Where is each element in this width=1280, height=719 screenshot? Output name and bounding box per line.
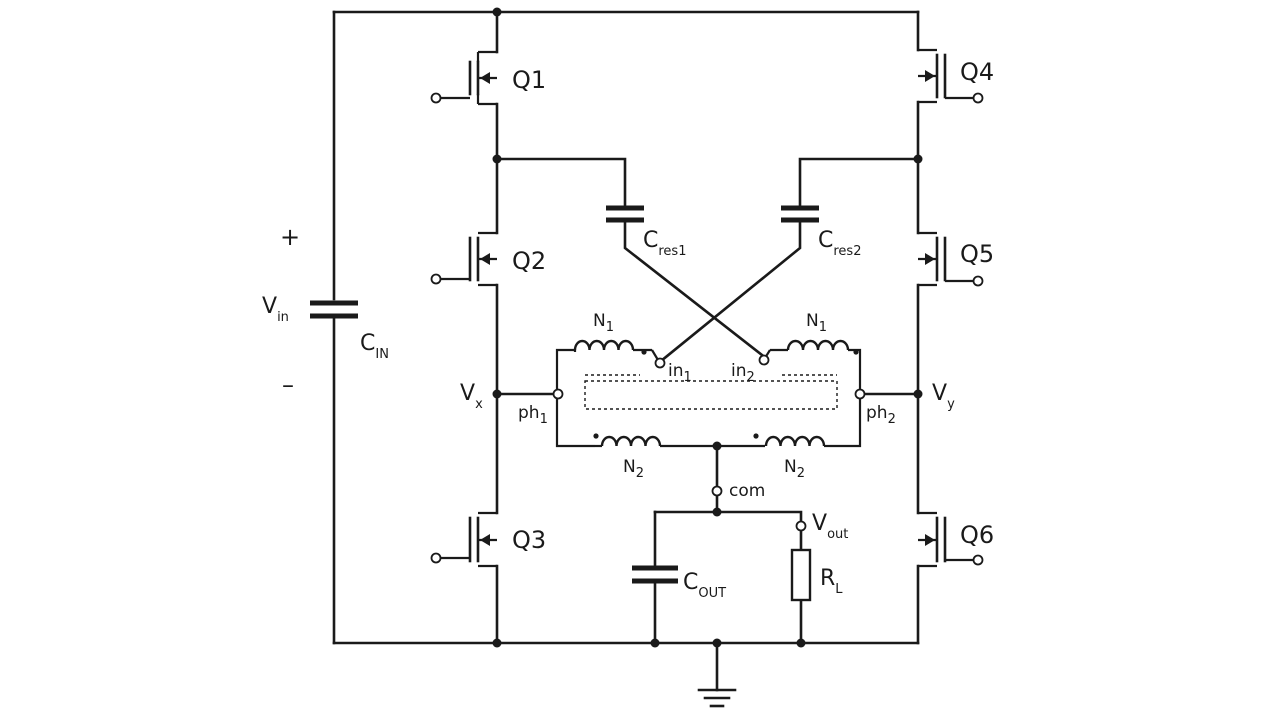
polarity-dot-n1-left <box>641 349 647 355</box>
q1-mosfet <box>436 50 497 106</box>
n1-right-winding <box>786 339 850 351</box>
ph2-label: ph2 <box>866 403 896 427</box>
q3-label: Q3 <box>512 526 546 554</box>
cin-label: CIN <box>360 331 389 362</box>
plus-sign: + <box>280 223 300 251</box>
cin-capacitor <box>310 300 358 319</box>
wires <box>332 10 920 708</box>
q3-mosfet <box>436 511 497 568</box>
n2-right-label: N2 <box>784 457 805 481</box>
q4-label: Q4 <box>960 58 994 86</box>
ph1-terminal <box>552 388 564 400</box>
q2-mosfet <box>436 231 497 287</box>
com-terminal <box>711 485 723 497</box>
q6-mosfet <box>918 511 978 568</box>
q1-gate-terminal <box>430 92 442 104</box>
vin-label: Vin <box>262 294 289 325</box>
junctions <box>492 7 923 648</box>
q4-mosfet <box>918 48 978 104</box>
q6-gate-terminal <box>972 554 984 566</box>
q5-mosfet <box>918 231 978 287</box>
minus-sign: – <box>282 371 294 399</box>
q2-gate-terminal <box>430 273 442 285</box>
ph1-label: ph1 <box>518 403 548 427</box>
in1-terminal <box>654 357 666 369</box>
q4-gate-terminal <box>972 92 984 104</box>
q5-label: Q5 <box>960 240 994 268</box>
n1-right-label: N1 <box>806 311 827 335</box>
vout-label: Vout <box>812 511 848 542</box>
vy-label: Vy <box>932 381 955 412</box>
q5-gate-terminal <box>972 275 984 287</box>
polarity-dot-n1-right <box>853 349 859 355</box>
vx-label: Vx <box>460 381 483 412</box>
vout-terminal <box>795 520 807 532</box>
n2-left-label: N2 <box>623 457 644 481</box>
transformer-core <box>584 380 838 410</box>
in2-label: in2 <box>731 361 755 385</box>
cres1-label: Cres1 <box>643 228 686 259</box>
cout-label: COUT <box>683 570 726 601</box>
in1-label: in1 <box>668 361 692 385</box>
polarity-dot-n2-left <box>593 433 599 439</box>
q1-label: Q1 <box>512 66 546 94</box>
cres2-label: Cres2 <box>818 228 861 259</box>
in2-terminal <box>758 354 770 366</box>
rl-resistor <box>790 548 812 602</box>
com-label: com <box>729 481 765 501</box>
cres1-capacitor <box>606 205 644 223</box>
cout-capacitor <box>632 565 678 584</box>
n2-right-winding <box>764 435 826 447</box>
q2-label: Q2 <box>512 247 546 275</box>
ph2-terminal <box>854 388 866 400</box>
polarity-dot-n2-right <box>753 433 759 439</box>
n2-left-winding <box>600 435 662 447</box>
rl-label: RL <box>820 566 843 597</box>
n1-left-label: N1 <box>593 311 614 335</box>
q6-label: Q6 <box>960 521 994 549</box>
cres2-capacitor <box>781 205 819 223</box>
n1-left-winding <box>573 339 635 351</box>
q3-gate-terminal <box>430 552 442 564</box>
